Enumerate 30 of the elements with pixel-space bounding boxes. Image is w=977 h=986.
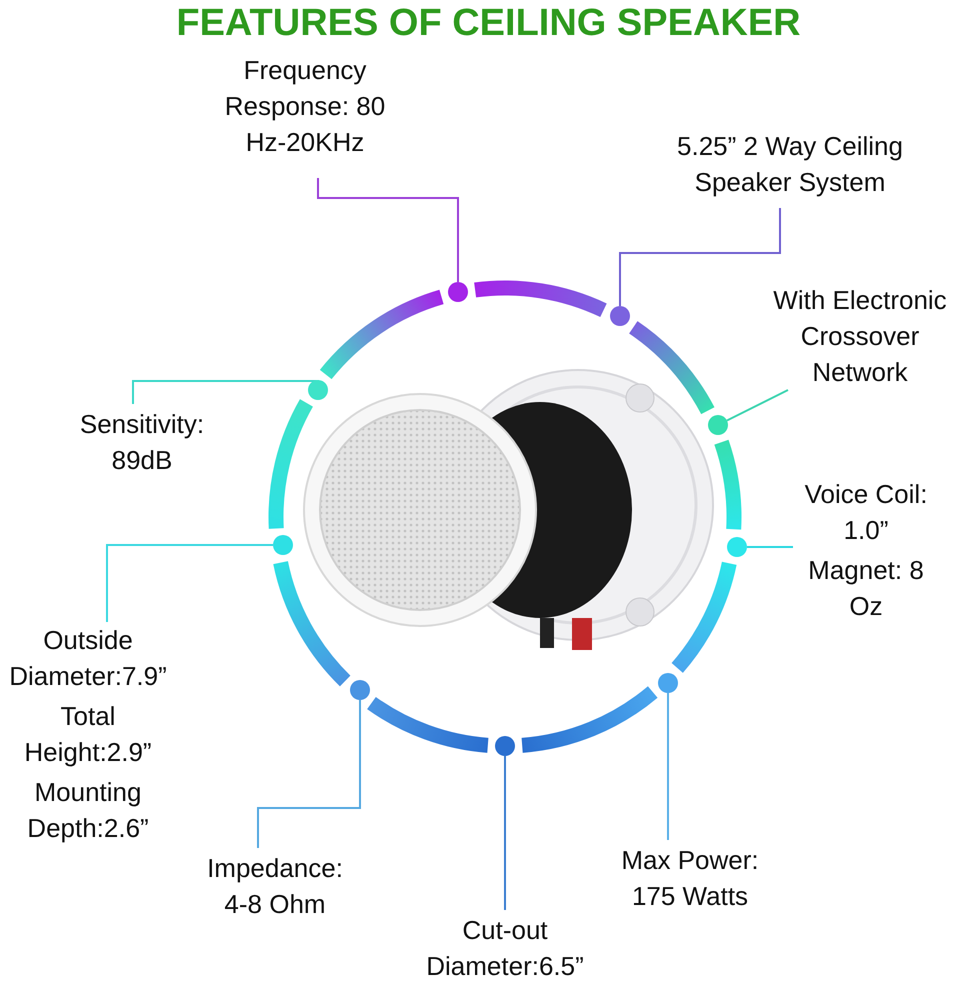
leader-line	[106, 544, 273, 622]
ring-dot	[308, 380, 328, 400]
leader-line	[257, 700, 361, 848]
ring-dot	[495, 736, 515, 756]
leader-line	[667, 693, 669, 840]
spec-text: 5.25” 2 Way Ceiling Speaker System	[676, 130, 904, 199]
ring-dot	[610, 306, 630, 326]
leader-line	[504, 756, 506, 910]
leader-line	[726, 389, 788, 422]
ring-dot	[658, 673, 678, 693]
spec-text: Cut-out Diameter:6.5”	[425, 914, 585, 983]
spec-text: Total Height:2.9”	[23, 700, 153, 769]
leader-line	[317, 178, 459, 282]
spec-text: Voice Coil: 1.0”	[804, 478, 928, 547]
leader-line	[747, 546, 793, 548]
spec-text: Mounting Depth:2.6”	[26, 776, 150, 845]
spec-text: Sensitivity: 89dB	[78, 408, 206, 477]
ring-dot	[350, 680, 370, 700]
ring-dot	[727, 537, 747, 557]
spec-text: Frequency Response: 80 Hz-20KHz	[224, 54, 386, 159]
spec-text: With Electronic Crossover Network	[772, 284, 948, 389]
leader-line	[619, 208, 781, 306]
spec-text: Max Power: 175 Watts	[620, 844, 760, 913]
ring-dot	[708, 415, 728, 435]
spec-text: Magnet: 8 Oz	[807, 554, 925, 623]
ring-dot	[448, 282, 468, 302]
ring-dot	[273, 535, 293, 555]
title: FEATURES OF CEILING SPEAKER	[175, 1, 802, 46]
spec-text: Impedance: 4-8 Ohm	[206, 852, 344, 921]
spec-text: Outside Diameter:7.9”	[8, 624, 168, 693]
